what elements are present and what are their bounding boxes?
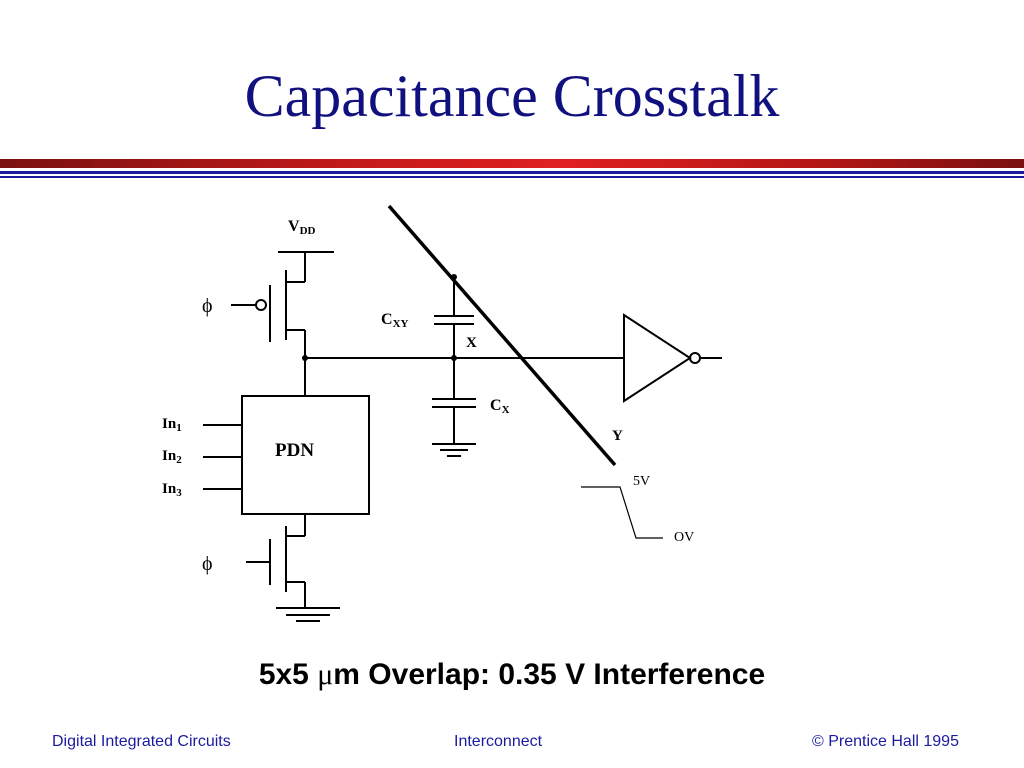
circuit-wires [203, 251, 722, 622]
subtitle-prefix: 5x5 [258, 658, 318, 691]
in2-label: In2 [162, 448, 182, 466]
footer-copyright: © Prentice Hall 1995 [812, 733, 959, 750]
footer-course: Digital Integrated Circuits [52, 733, 231, 750]
node-y-label: Y [612, 428, 623, 444]
inverter-body [623, 313, 692, 403]
cx-label: CX [490, 397, 510, 416]
in1-label: In1 [162, 416, 182, 434]
slide-title: Capacitance Crosstalk [244, 63, 780, 129]
pmos-bubble [255, 299, 267, 311]
in3-label: In3 [162, 481, 182, 499]
node-x-label: X [466, 335, 477, 351]
subtitle-suffix: m Overlap: 0.35 V Interference [333, 658, 766, 691]
phi-bottom-label: ϕ [202, 553, 213, 575]
aggressor-line-y [387, 204, 617, 467]
vdd-label: VDD [288, 218, 316, 237]
junction-dot-x [451, 355, 457, 361]
cxy-label: CXY [381, 311, 409, 330]
junction-dot-y [451, 274, 457, 280]
slide-subtitle: 5x5 μm Overlap: 0.35 V Interference [0, 660, 1024, 690]
pdn-label: PDN [275, 440, 314, 461]
junction-dot-drain [302, 355, 308, 361]
step-waveform [581, 486, 663, 539]
phi-top-label: ϕ [202, 295, 213, 317]
subtitle-mu: μ [317, 658, 334, 691]
footer-topic: Interconnect [454, 733, 543, 750]
title-rule-blue [0, 171, 1024, 174]
title-rule-blue-thin [0, 176, 1024, 178]
v-low-label: OV [674, 530, 694, 545]
v-high-label: 5V [633, 474, 650, 489]
title-rule-red [0, 159, 1024, 168]
